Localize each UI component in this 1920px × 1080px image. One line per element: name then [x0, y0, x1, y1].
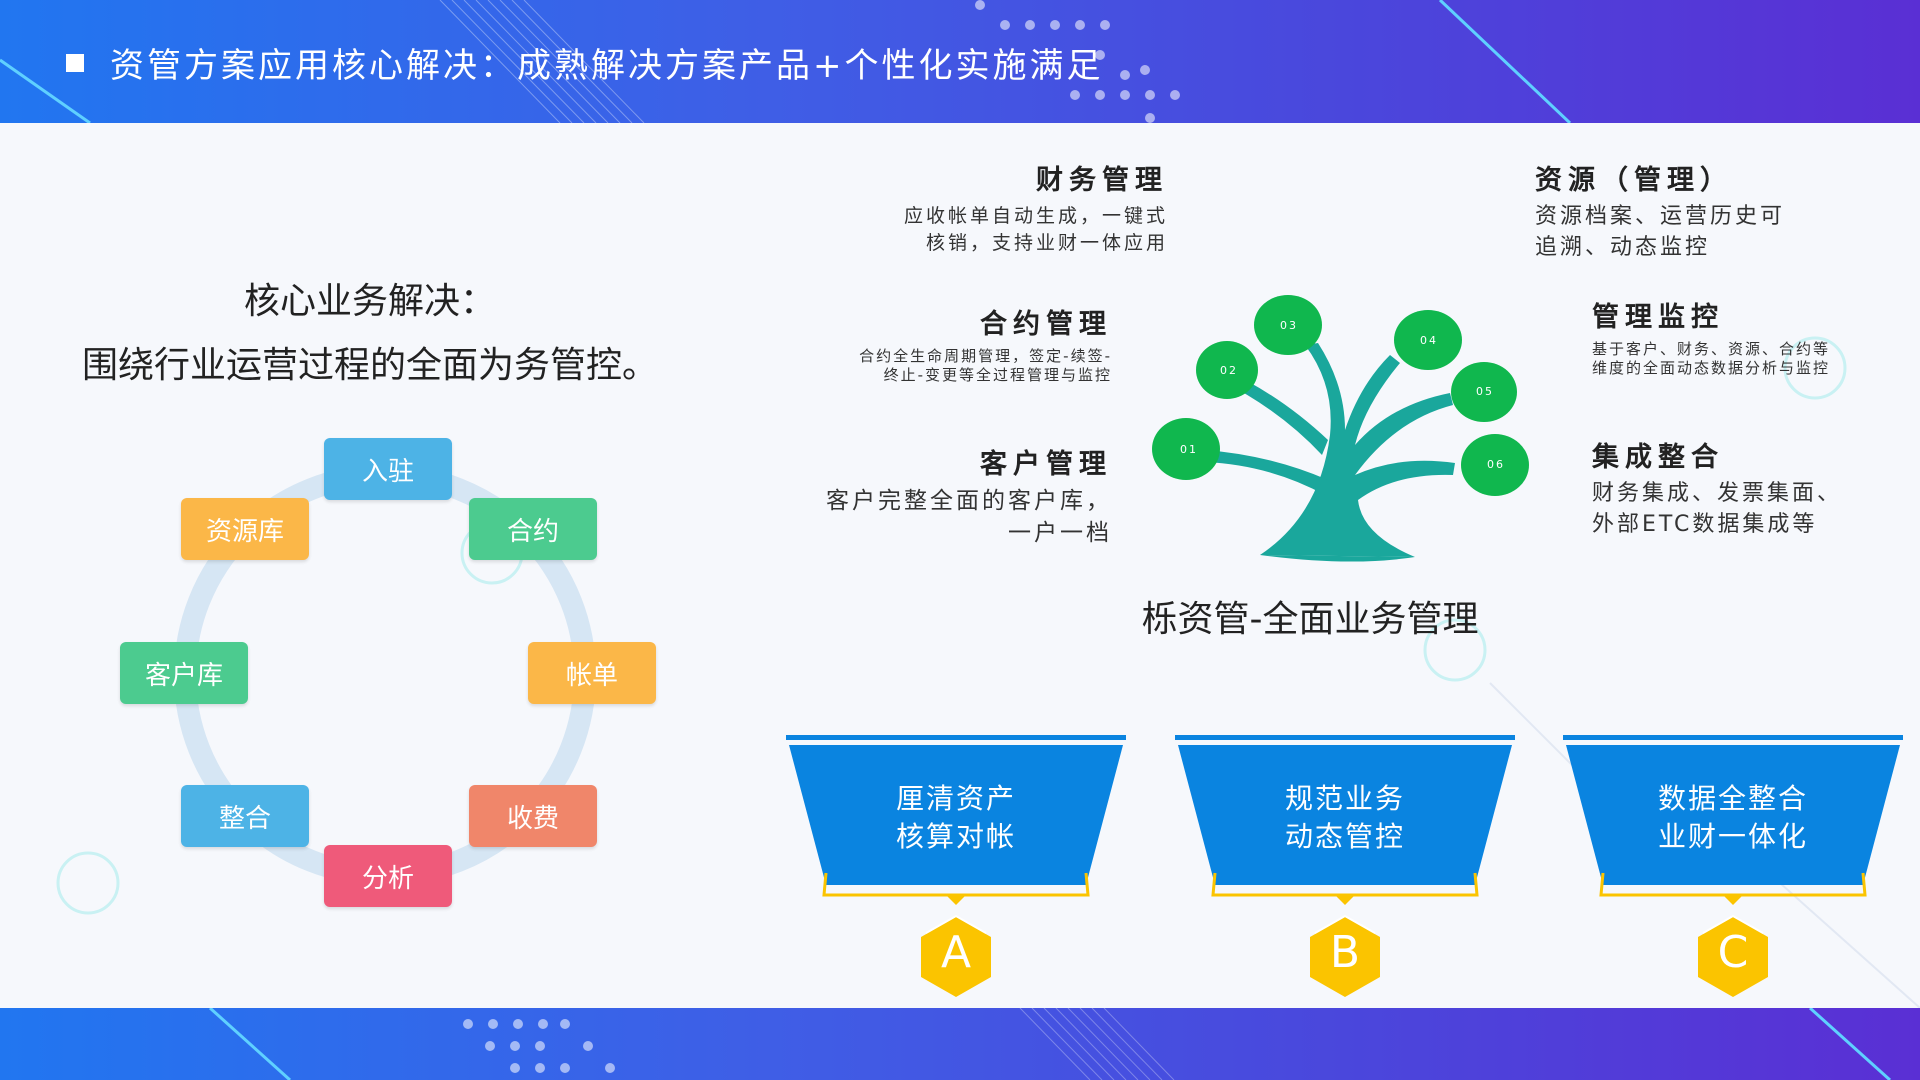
bullet-square-icon [66, 53, 84, 72]
funnel-text: 规范业务动态管控 [1215, 780, 1475, 856]
leaf-label-02: 02 [1220, 364, 1238, 377]
funnel-c: 数据全整合业财一体化 C [1563, 735, 1903, 1015]
feature-resource-desc2: 追溯、动态监控 [1535, 235, 1711, 260]
tree-leaf-02 [1196, 341, 1258, 399]
leaf-label-03: 03 [1280, 319, 1298, 332]
feature-contract: 合约管理 合约全生命周期管理，签定-续签- 终止-变更等全过程管理与监控 [780, 302, 1112, 385]
tree-graphic [1152, 295, 1529, 562]
header-band: 资管方案应用核心解决：成熟解决方案产品+个性化实施满足 [0, 0, 1920, 123]
funnel-line-2: 业财一体化 [1657, 820, 1808, 853]
footer-decoration [208, 1008, 1892, 1080]
chip-zhenghe: 整合 [181, 785, 309, 847]
feature-integration: 集成整合 财务集成、发票集面、 外部ETC数据集成等 [1592, 435, 1912, 540]
feature-customer-title: 客户管理 [980, 449, 1112, 480]
tree-caption: 栎资管-全面业务管理 [1141, 599, 1479, 640]
feature-finance: 财务管理 应收帐单自动生成，一键式 核销，支持业财一体应用 [820, 158, 1168, 257]
feature-resource-title: 资源（管理） [1535, 165, 1733, 196]
chip-kehuku: 客户库 [120, 642, 248, 704]
core-line-1: 核心业务解决： [243, 281, 496, 322]
chip-ruzhu: 入驻 [324, 438, 452, 500]
feature-finance-title: 财务管理 [1036, 165, 1168, 196]
title-row: 资管方案应用核心解决：成熟解决方案产品+个性化实施满足 [66, 38, 1104, 87]
tree-leaf-06 [1461, 434, 1529, 496]
feature-contract-desc1: 合约全生命周期管理，签定-续签- [859, 347, 1112, 365]
chip-heyue: 合约 [469, 498, 597, 560]
chip-shoufei: 收费 [469, 785, 597, 847]
feature-customer: 客户管理 客户完整全面的客户库， 一户一档 [780, 442, 1112, 549]
funnel-shape [1175, 735, 1515, 997]
hexagon-letter: B [1329, 927, 1361, 978]
feature-finance-desc2: 核销，支持业财一体应用 [925, 232, 1168, 254]
funnel-line-1: 数据全整合 [1657, 782, 1808, 815]
tree-leaf-05 [1451, 362, 1517, 422]
feature-contract-title: 合约管理 [980, 309, 1112, 340]
funnel-line-1: 规范业务 [1284, 782, 1405, 815]
feature-integration-title: 集成整合 [1592, 442, 1724, 473]
funnel-line-1: 厘清资产 [895, 782, 1016, 815]
chip-fenxi: 分析 [324, 845, 452, 907]
chip-ziyuanku: 资源库 [181, 498, 309, 560]
funnel-line-2: 动态管控 [1284, 820, 1405, 853]
core-business-text: 核心业务解决： 围绕行业运营过程的全面为务管控。 [60, 270, 680, 398]
leaf-label-06: 06 [1487, 458, 1505, 471]
leaf-label-05: 05 [1476, 385, 1494, 398]
feature-integration-desc1: 财务集成、发票集面、 [1592, 481, 1843, 506]
tree-leaf-03 [1254, 295, 1322, 355]
hexagon-badge-icon [921, 917, 991, 997]
feature-monitor-desc1: 基于客户、财务、资源、合约等 [1592, 340, 1831, 358]
hexagon-letter: A [940, 927, 972, 978]
feature-resource-desc1: 资源档案、运营历史可 [1535, 204, 1786, 229]
funnel-b: 规范业务动态管控 B [1175, 735, 1515, 1015]
footer-band [0, 1008, 1920, 1080]
feature-customer-desc2: 一户一档 [1008, 520, 1112, 546]
feature-integration-desc2: 外部ETC数据集成等 [1592, 512, 1818, 537]
hexagon-badge-icon [1698, 917, 1768, 997]
tree-leaf-01 [1152, 418, 1220, 480]
hexagon-letter: C [1717, 927, 1749, 978]
funnel-text: 数据全整合业财一体化 [1603, 780, 1863, 856]
header-decoration [0, 0, 1572, 123]
tree-leaf-04 [1394, 310, 1462, 370]
funnel-text: 厘清资产核算对帐 [826, 780, 1086, 856]
feature-finance-desc1: 应收帐单自动生成，一键式 [903, 205, 1168, 227]
funnel-a: 厘清资产核算对帐 A [786, 735, 1126, 1015]
funnel-line-2: 核算对帐 [895, 820, 1016, 853]
hexagon-badge-icon [1310, 917, 1380, 997]
leaf-label-04: 04 [1420, 334, 1438, 347]
feature-customer-desc1: 客户完整全面的客户库， [826, 488, 1112, 514]
page-title: 资管方案应用核心解决：成熟解决方案产品+个性化实施满足 [110, 46, 1104, 86]
funnel-shape [786, 735, 1126, 997]
chip-zhangdan: 帐单 [528, 642, 656, 704]
core-line-2: 围绕行业运营过程的全面为务管控。 [81, 345, 658, 386]
feature-monitor-title: 管理监控 [1592, 302, 1724, 333]
feature-monitor-desc2: 维度的全面动态数据分析与监控 [1592, 359, 1831, 377]
leaf-label-01: 01 [1180, 443, 1198, 456]
feature-contract-desc2: 终止-变更等全过程管理与监控 [883, 366, 1112, 384]
feature-resource: 资源（管理） 资源档案、运营历史可 追溯、动态监控 [1535, 158, 1855, 263]
funnel-shape [1563, 735, 1903, 997]
feature-monitor: 管理监控 基于客户、财务、资源、合约等 维度的全面动态数据分析与监控 [1592, 295, 1912, 378]
